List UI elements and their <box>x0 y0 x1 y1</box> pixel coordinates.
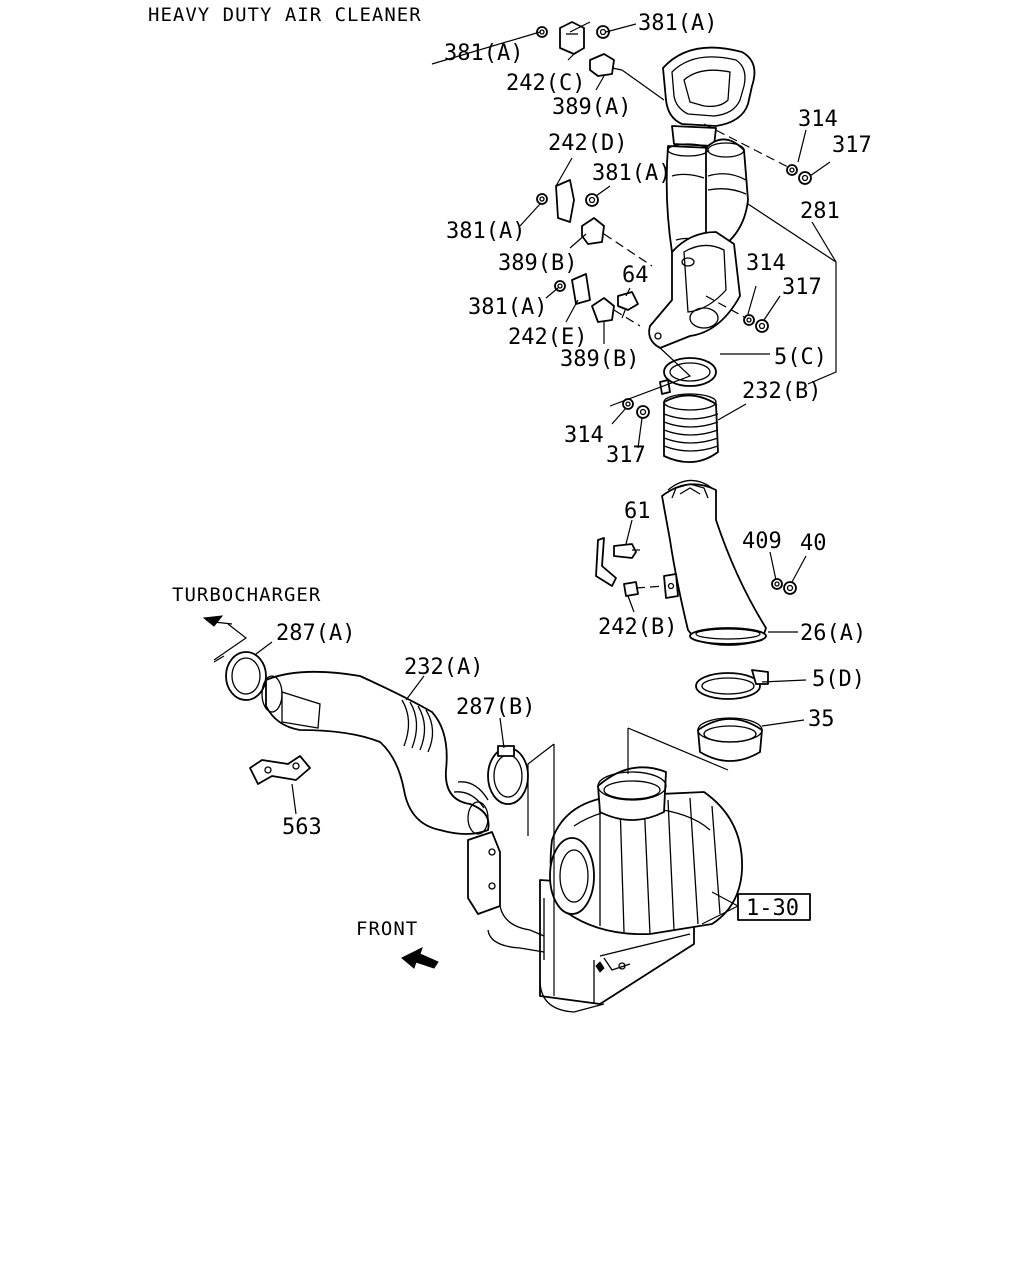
callout-label: 381(A) <box>468 295 547 320</box>
fastener-group-lower <box>554 273 639 323</box>
callout-label: 232(A) <box>404 655 483 680</box>
leader-lines <box>213 21 837 996</box>
callout-label: 5(C) <box>774 345 827 370</box>
turbocharger-label: TURBOCHARGER <box>172 584 321 606</box>
callout-label: 281 <box>800 199 840 224</box>
front-label: FRONT <box>356 918 418 940</box>
turbocharger-arrow <box>202 615 248 661</box>
hose-clamp-5c <box>659 357 717 395</box>
callout-label: 314 <box>746 251 786 276</box>
callout-label: 409 <box>742 529 782 554</box>
callout-label: 389(A) <box>552 95 631 120</box>
elbow-duct-26a <box>661 479 767 646</box>
adapter-ring-35 <box>697 717 763 762</box>
callout-label: 381(A) <box>444 41 523 66</box>
callout-label: 64 <box>622 263 649 288</box>
air-cleaner-housing <box>539 766 743 1005</box>
callout-label: 242(B) <box>598 615 677 640</box>
clamp-287b <box>487 745 529 805</box>
callout-label: 317 <box>782 275 822 300</box>
hose-232a <box>261 670 490 835</box>
hose-clamp-5d <box>695 669 769 700</box>
diagram-title: HEAVY DUTY AIR CLEANER <box>148 4 422 26</box>
fastener-group-middle <box>536 179 605 245</box>
callout-label: 287(A) <box>276 621 355 646</box>
callout-label: 242(C) <box>506 71 585 96</box>
callout-label: 381(A) <box>592 161 671 186</box>
reference-box-label: 1-30 <box>746 896 799 921</box>
bellows-hose-232b <box>663 393 719 463</box>
bracket-563 <box>249 755 311 785</box>
callout-label: 317 <box>832 133 872 158</box>
clamp-287a <box>225 651 267 701</box>
callout-label: 242(D) <box>548 131 627 156</box>
mounting-bracket <box>467 831 605 1013</box>
callout-label: 26(A) <box>800 621 866 646</box>
callout-label: 317 <box>606 443 646 468</box>
callout-label: 35 <box>808 707 835 732</box>
fastener-group-top <box>536 21 623 77</box>
callout-labels: 381(A) 381(A) 242(C) 389(A) 314 317 281 … <box>276 11 872 840</box>
front-direction-arrow <box>401 947 439 969</box>
callout-label: 40 <box>800 531 827 556</box>
callout-label: 5(D) <box>812 667 865 692</box>
callout-label: 287(B) <box>456 695 535 720</box>
callout-label: 61 <box>624 499 651 524</box>
callout-label: 389(B) <box>498 251 577 276</box>
bracket-242b <box>595 537 797 597</box>
air-intake-duct-281 <box>648 46 756 349</box>
callout-label: 381(A) <box>638 11 717 36</box>
reference-box-frame <box>737 893 811 921</box>
callout-label: 232(B) <box>742 379 821 404</box>
callout-label: 242(E) <box>508 325 587 350</box>
callout-label: 314 <box>564 423 604 448</box>
callout-label: 563 <box>282 815 322 840</box>
washers-and-nuts <box>622 164 812 419</box>
callout-label: 389(B) <box>560 347 639 372</box>
callout-label: 314 <box>798 107 838 132</box>
callout-label: 381(A) <box>446 219 525 244</box>
